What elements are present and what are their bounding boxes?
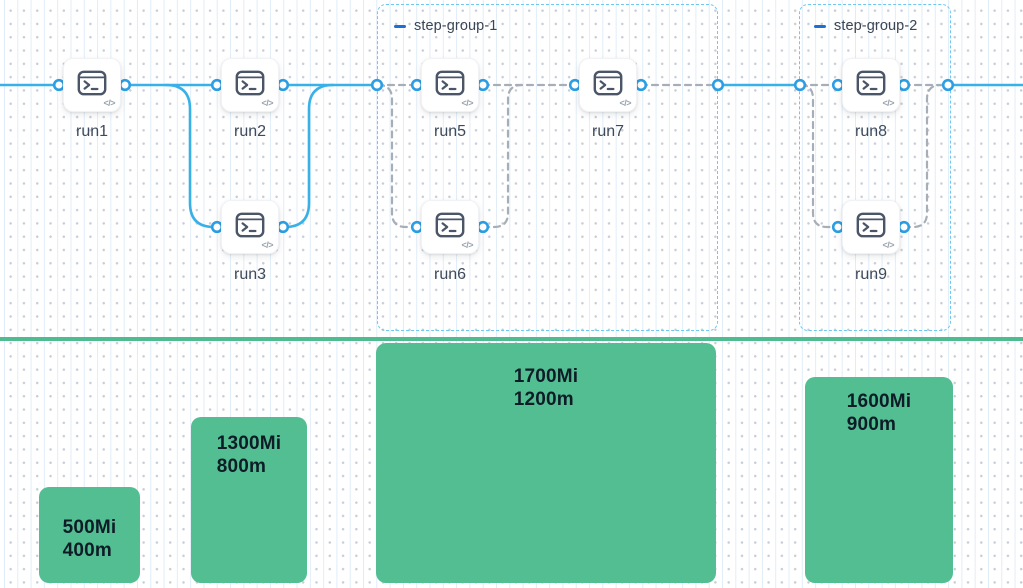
resources-separator-line xyxy=(0,337,1023,341)
port-group2-out[interactable] xyxy=(941,78,955,92)
node-label-run5: run5 xyxy=(433,123,467,140)
cpu-value: 1200m xyxy=(513,389,574,410)
memory-value: 1300Mi xyxy=(216,433,282,454)
code-icon: </> xyxy=(261,240,273,250)
code-icon: </> xyxy=(882,98,894,108)
edge-run9-group2out xyxy=(902,83,950,229)
node-run7[interactable]: </> xyxy=(579,58,637,112)
node-label-run8: run8 xyxy=(854,123,888,140)
edge-group2in-run9 xyxy=(799,83,840,229)
code-icon: </> xyxy=(261,98,273,108)
terminal-icon xyxy=(235,70,265,96)
edge-run3-merge xyxy=(281,83,335,229)
code-icon: </> xyxy=(619,98,631,108)
node-label-run2: run2 xyxy=(233,123,267,140)
resource-bar: 1700Mi 1200m xyxy=(376,343,716,583)
node-run5[interactable]: </> xyxy=(421,58,479,112)
port-run5-out[interactable] xyxy=(476,78,490,92)
terminal-icon xyxy=(856,70,886,96)
port-group1-out[interactable] xyxy=(711,78,725,92)
resource-bar: 500Mi 400m xyxy=(39,487,140,583)
terminal-icon xyxy=(235,212,265,238)
group-collapse-dash-icon[interactable] xyxy=(394,24,406,28)
port-run9-out[interactable] xyxy=(897,220,911,234)
node-label-run1: run1 xyxy=(75,123,109,140)
terminal-icon xyxy=(593,70,623,96)
dashed-edges xyxy=(375,83,950,229)
step-group-1-container[interactable]: step-group-1 xyxy=(377,4,718,331)
group-collapse-dash-icon[interactable] xyxy=(814,24,826,28)
step-group-2-header: step-group-2 xyxy=(814,18,917,34)
step-group-2-container[interactable]: step-group-2 xyxy=(799,4,951,331)
port-run2-out[interactable] xyxy=(276,78,290,92)
port-run1-out[interactable] xyxy=(118,78,132,92)
solid-edges xyxy=(0,83,1023,229)
memory-value: 1700Mi xyxy=(513,366,579,387)
memory-value: 500Mi xyxy=(62,517,117,538)
node-run2[interactable]: </> xyxy=(221,58,279,112)
port-run7-out[interactable] xyxy=(634,78,648,92)
port-run6-out[interactable] xyxy=(476,220,490,234)
code-icon: </> xyxy=(103,98,115,108)
code-icon: </> xyxy=(461,240,473,250)
resource-bar: 1600Mi 900m xyxy=(805,377,953,583)
edge-group1in-run6 xyxy=(376,83,419,229)
cpu-value: 900m xyxy=(846,414,897,435)
cpu-value: 800m xyxy=(216,456,267,477)
code-icon: </> xyxy=(461,98,473,108)
step-group-1-header: step-group-1 xyxy=(394,18,497,34)
resource-bar: 1300Mi 800m xyxy=(191,417,307,583)
step-group-2-label: step-group-2 xyxy=(834,18,918,34)
memory-value: 1600Mi xyxy=(846,391,912,412)
port-group1-in[interactable] xyxy=(370,78,384,92)
edge-branch-run3 xyxy=(164,83,219,229)
node-label-run7: run7 xyxy=(591,123,625,140)
edge-run6-merge xyxy=(481,83,524,229)
cpu-value: 400m xyxy=(62,540,112,561)
node-run6[interactable]: </> xyxy=(421,200,479,254)
port-group2-in[interactable] xyxy=(793,78,807,92)
node-label-run3: run3 xyxy=(233,266,267,283)
terminal-icon xyxy=(856,212,886,238)
node-run1[interactable]: </> xyxy=(63,58,121,112)
node-label-run6: run6 xyxy=(433,266,467,283)
node-run8[interactable]: </> xyxy=(842,58,900,112)
terminal-icon xyxy=(435,70,465,96)
node-label-run9: run9 xyxy=(854,266,888,283)
step-group-1-label: step-group-1 xyxy=(414,18,498,34)
node-run3[interactable]: </> xyxy=(221,200,279,254)
node-run9[interactable]: </> xyxy=(842,200,900,254)
port-run3-out[interactable] xyxy=(276,220,290,234)
terminal-icon xyxy=(77,70,107,96)
terminal-icon xyxy=(435,212,465,238)
code-icon: </> xyxy=(882,240,894,250)
port-run8-out[interactable] xyxy=(897,78,911,92)
